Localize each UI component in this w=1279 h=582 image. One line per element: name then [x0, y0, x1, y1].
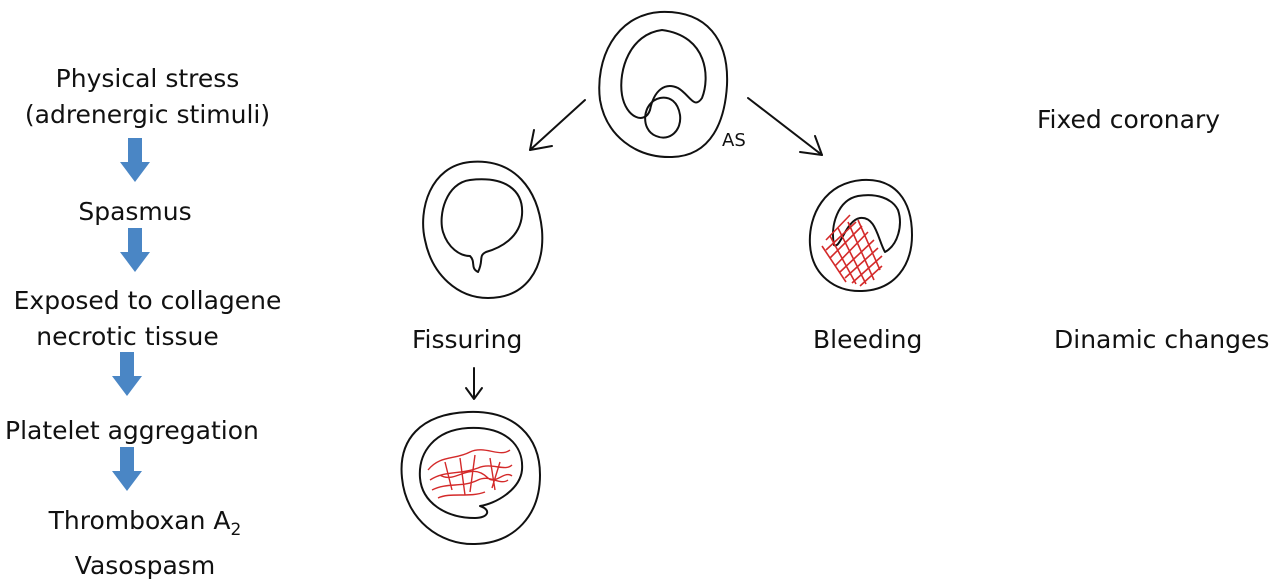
arrow-to-fissuring-icon	[530, 100, 585, 150]
bleeding-label: Bleeding	[813, 324, 922, 356]
artery-cross-section-icon	[599, 12, 727, 157]
fissuring-label: Fissuring	[412, 324, 522, 356]
dynamic-changes-label: Dinamic changes	[1054, 324, 1269, 356]
artery-cross-section-icon	[423, 162, 542, 298]
thrombus-scribble-icon	[428, 450, 512, 498]
as-label: AS	[722, 125, 746, 157]
artery-cross-section-icon	[402, 412, 540, 544]
arrow-down-icon	[466, 368, 482, 399]
arrow-to-bleeding-icon	[748, 98, 822, 155]
fixed-coronary-label: Fixed coronary	[1037, 104, 1220, 136]
